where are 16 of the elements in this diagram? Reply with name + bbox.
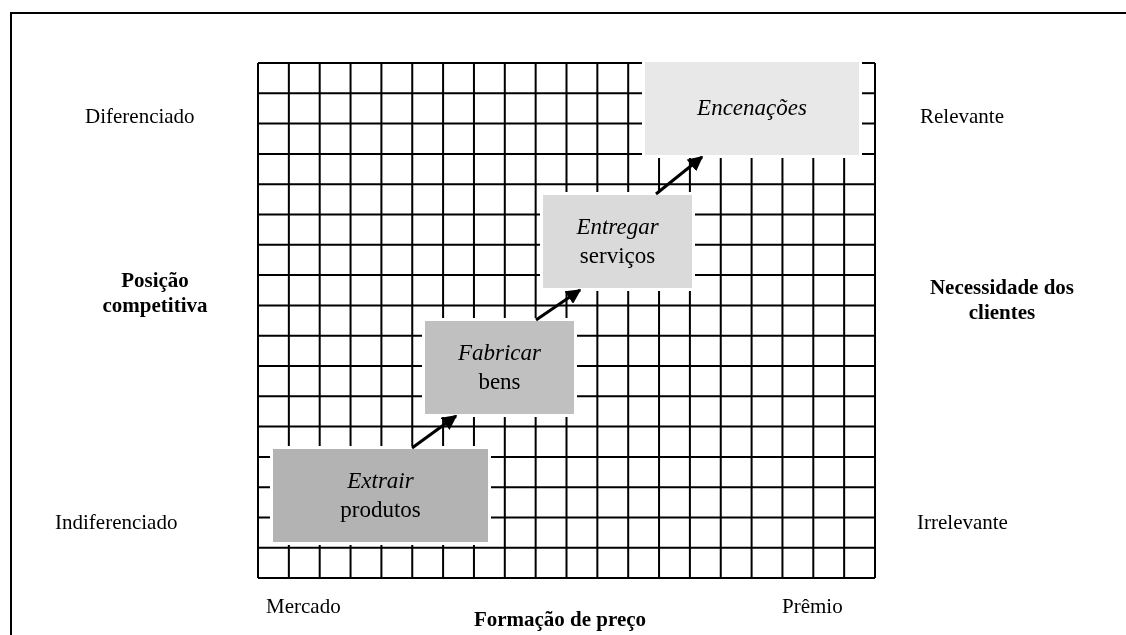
arrow [535, 288, 582, 322]
stage-box: Fabricar bens [422, 318, 577, 417]
axis-label: Prêmio [782, 594, 843, 620]
axis-title: Necessidade dos clientes [928, 274, 1076, 326]
axis-label: Relevante [920, 104, 1004, 130]
axis-label: Mercado [266, 594, 341, 620]
axis-label: Irrelevante [917, 510, 1008, 536]
axis-label: Diferenciado [85, 104, 195, 130]
stage-box: Encenações [642, 59, 862, 158]
axis-title: Posição competitiva [101, 267, 209, 319]
axis-label: Indiferenciado [55, 510, 178, 536]
stage-box: Entregar serviços [540, 192, 695, 291]
stage-box: Extrair produtos [270, 446, 491, 545]
arrow [411, 414, 458, 450]
arrow [655, 155, 704, 196]
axis-title: Formação de preço [473, 607, 647, 633]
